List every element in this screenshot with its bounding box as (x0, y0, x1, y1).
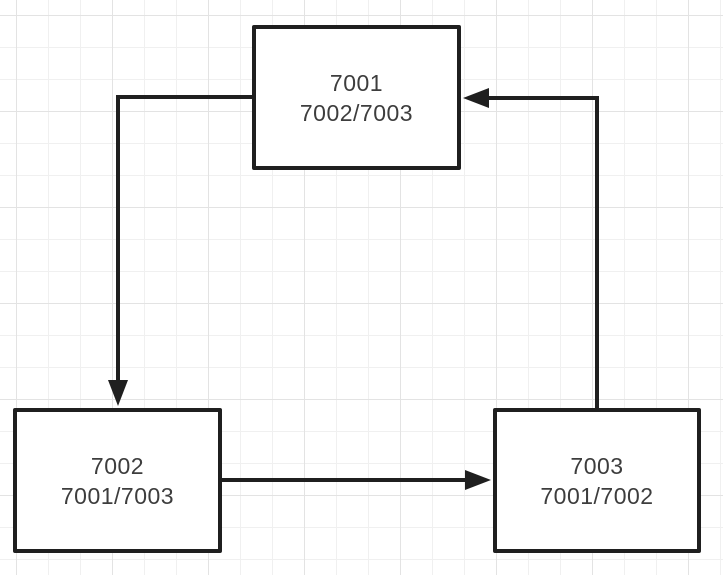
node-7003-title: 7003 (570, 452, 624, 479)
node-7003-subtitle: 7001/7002 (540, 482, 654, 509)
node-7001-title: 7001 (329, 69, 384, 96)
node-7003: 7003 7001/7002 (493, 408, 701, 553)
edge-7002-to-7003 (222, 470, 491, 490)
node-7002-subtitle: 7001/7003 (60, 482, 175, 509)
edge-7003-to-7001 (463, 88, 599, 408)
arrowhead-left-icon (463, 88, 489, 108)
edge-line (489, 96, 599, 408)
node-7001-subtitle: 7002/7003 (299, 99, 414, 126)
node-7002-title: 7002 (90, 452, 145, 479)
node-7001: 7001 7002/7003 (252, 25, 461, 170)
arrowhead-down-icon (108, 380, 128, 406)
edge-7001-to-7002 (108, 95, 252, 406)
node-7002: 7002 7001/7003 (13, 408, 222, 553)
edge-line (116, 95, 252, 380)
arrowhead-right-icon (465, 470, 491, 490)
